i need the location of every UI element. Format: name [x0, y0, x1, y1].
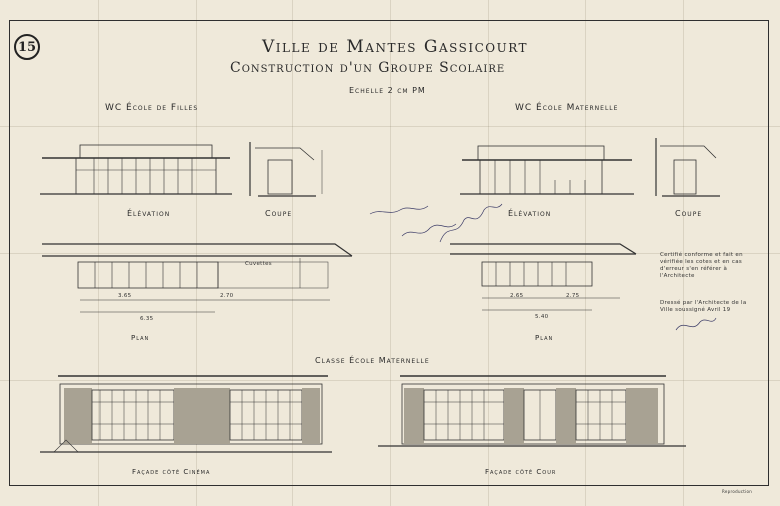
- plate-number: 15: [14, 34, 40, 60]
- fold-line: [292, 0, 293, 506]
- nursery-wc-section: [655, 138, 720, 197]
- drawing-subtitle: Construction d'un Groupe Scolaire: [230, 60, 506, 76]
- facade-cinema-label: Façade côté Cinéma: [132, 468, 211, 476]
- fold-line: [196, 0, 197, 506]
- fold-line: [488, 0, 489, 506]
- girls-wc-plan: [42, 243, 353, 313]
- dimension-label: 2.75: [566, 293, 580, 299]
- printer-mark: Reproduction: [722, 489, 753, 494]
- handwritten-signature: [369, 203, 717, 331]
- girls-elevation-label: Élévation: [127, 209, 171, 218]
- dimension-label: 5.40: [535, 314, 549, 320]
- facade-cour-label: Façade côté Cour: [485, 468, 557, 476]
- class-heading: Classe École Maternelle: [315, 356, 430, 365]
- drawing-title: Ville de Mantes Gassicourt: [262, 37, 529, 57]
- fold-line: [0, 253, 780, 254]
- drawing-frame: [9, 20, 769, 486]
- fold-line: [390, 0, 391, 506]
- fold-line: [683, 0, 684, 506]
- facade-cour: [378, 375, 686, 447]
- girls-wc-heading: WC École de Filles: [105, 103, 199, 113]
- nursery-wc-heading: WC École Maternelle: [515, 103, 619, 113]
- dimension-label: 2.65: [510, 293, 524, 299]
- girls-plan-note: Cuvettes: [245, 261, 272, 267]
- dimension-label: 2.70: [220, 293, 234, 299]
- nursery-plan-label: Plan: [535, 334, 554, 342]
- girls-plan-label: Plan: [131, 334, 150, 342]
- nursery-section-label: Coupe: [675, 209, 703, 218]
- facade-cinema: [40, 375, 332, 453]
- girls-wc-section: [249, 142, 323, 197]
- dimension-label: 6.35: [140, 316, 154, 322]
- nursery-elevation-label: Élévation: [508, 209, 552, 218]
- nursery-wc-plan: [450, 243, 637, 311]
- fold-line: [585, 0, 586, 506]
- dimension-label: 3.65: [118, 293, 132, 299]
- girls-section-label: Coupe: [265, 209, 293, 218]
- fold-line: [0, 380, 780, 381]
- fold-line: [0, 126, 780, 127]
- approval-note: Dressé par l'Architecte de la Ville sous…: [660, 300, 747, 313]
- nursery-wc-elevation: [460, 145, 634, 195]
- girls-wc-elevation: [40, 144, 232, 195]
- scale-label: Echelle 2 cm PM: [349, 86, 426, 95]
- certification-note: Certifié conforme et fait en vérifiée le…: [660, 252, 743, 279]
- fold-line: [98, 0, 99, 506]
